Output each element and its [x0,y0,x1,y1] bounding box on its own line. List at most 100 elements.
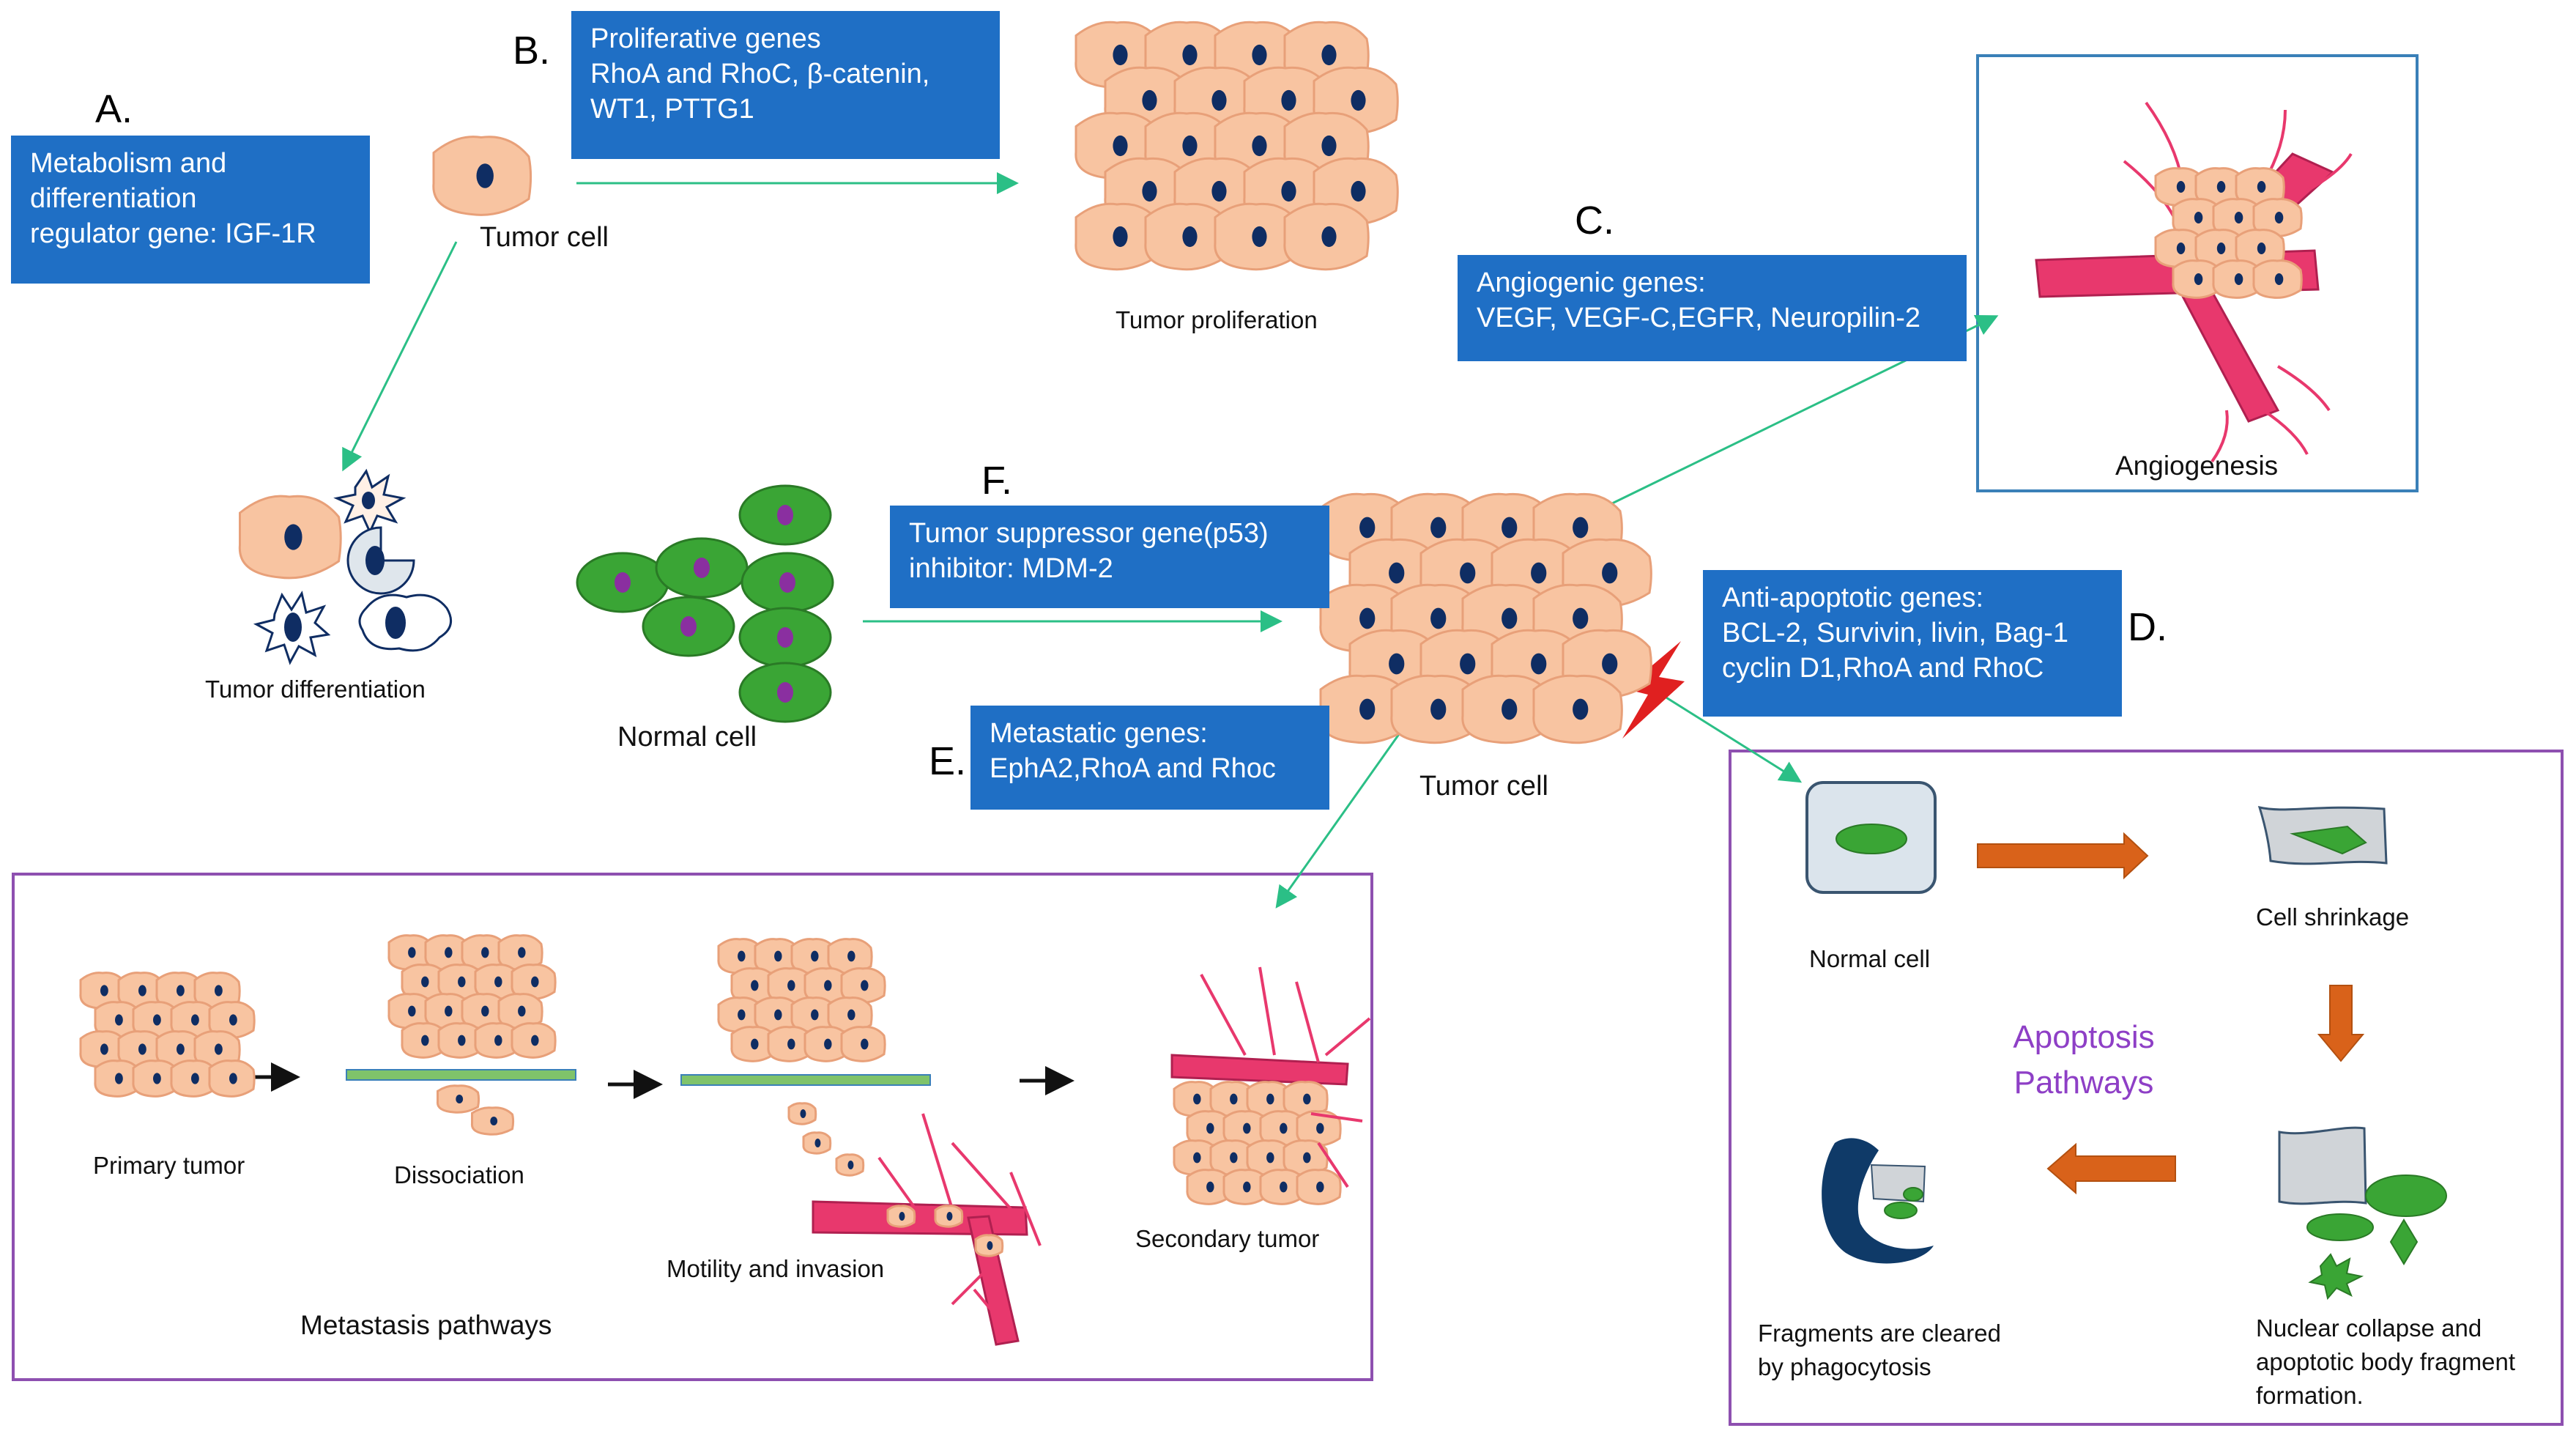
invasion-vessel [812,1200,1028,1236]
migrating-cell-nucleus [814,1139,821,1147]
normal-cell-label: Normal cell [617,722,757,752]
dissociation-label: Dissociation [394,1161,524,1188]
nuclear-collapse-label: Nuclear collapse and apoptotic body frag… [2256,1312,2515,1413]
invasion-cell-nucleus [861,1038,869,1050]
cell-drawings [79,21,2353,1346]
migrating-cell-nucleus [899,1212,905,1221]
angiogenic-gene-box: Angiogenic genes: VEGF, VEGF-C,EGFR, Neu… [1458,255,1967,361]
proliferation-cell-nucleus [1321,135,1337,157]
angiogenic-line-1: Angiogenic genes: [1477,267,1706,298]
dissociation-cell-nucleus [518,947,526,958]
proliferation-cell-nucleus [1351,180,1366,202]
basement-membrane-1 [346,1069,576,1081]
proliferation-cell-nucleus [1252,226,1267,248]
tumor-mass-cell-nucleus [1531,562,1547,584]
antiapoptotic-line-2: BCL-2, Survivin, livin, Bag-1 [1722,618,2069,648]
proliferative-line-3: WT1, PTTG1 [590,94,754,125]
primary-tumor-cell-nucleus [215,985,223,996]
secondary-capillary [1324,1017,1371,1057]
metastatic-line-1: Metastatic genes: [990,718,1208,749]
invasion-cell-nucleus [847,950,855,962]
dissociation-cell-nucleus [445,947,453,958]
invasion-cell-nucleus [774,950,782,962]
primary-tumor-cell-nucleus [229,1073,237,1084]
proliferation-cell-nucleus [1321,226,1337,248]
secondary-tumor-cell-nucleus [1206,1181,1214,1193]
normal-cell-nucleus [680,616,697,637]
shrinking-nucleus [2290,825,2367,855]
metabolism-line-2: differentiation [30,183,197,214]
invasion-cell-nucleus [811,950,819,962]
migrating-cell-nucleus [946,1212,953,1221]
secondary-tumor-cell-nucleus [1206,1122,1214,1134]
angiogenesis-cell-nucleus [2176,243,2186,254]
tumor-differentiation-label: Tumor differentiation [205,676,426,703]
primary-tumor-cell-nucleus [153,1073,161,1084]
differentiation-burst-nucleus [284,613,302,642]
proliferation-cell-nucleus [1211,180,1227,202]
tumor-cell-top-label: Tumor cell [480,222,609,253]
invasion-cell-nucleus [847,1009,855,1021]
secondary-tumor-cell-nucleus [1316,1181,1324,1193]
invasion-cell-nucleus [787,980,795,991]
secondary-tumor-cell-nucleus [1193,1093,1201,1105]
fragments-cleared-line-2: by phagocytosis [1758,1353,1931,1380]
proliferation-cell-nucleus [1113,44,1128,66]
basement-membrane-2 [680,1074,931,1086]
tumor-mass-cell-nucleus [1502,607,1518,629]
dissociation-cell-nucleus [408,947,416,958]
tumor-mass-cell-nucleus [1430,698,1447,720]
proliferative-line-1: Proliferative genes [590,23,821,54]
engulfed-body-1 [1884,1202,1918,1219]
invasion-cell-nucleus [861,980,869,991]
dissociation-cell-nucleus [481,947,489,958]
dissociation-cell-nucleus [408,1005,416,1017]
proliferative-gene-box: Proliferative genes RhoA and RhoC, β-cat… [571,11,1000,159]
capillary-sprout [2306,152,2353,192]
tumor-mass-cell-nucleus [1573,607,1589,629]
dissociation-cell-nucleus [421,976,429,988]
proliferative-line-2: RhoA and RhoC, β-catenin, [590,59,930,89]
letter-f: F. [981,459,1013,503]
invasion-cell-nucleus [751,1038,759,1050]
antiapoptotic-gene-box: Anti-apoptotic genes: BCL-2, Survivin, l… [1703,570,2122,717]
invasion-cell-nucleus [824,980,832,991]
secondary-vessel [1170,1054,1349,1086]
proliferation-cell-nucleus [1182,44,1198,66]
tumor-mass-cell-nucleus [1359,517,1376,539]
angiogenesis-cell-nucleus [2176,181,2186,193]
secondary-capillary [1200,974,1247,1056]
proliferation-cell-nucleus [1351,89,1366,111]
nuclear-collapse-line-1: Nuclear collapse and [2256,1314,2482,1342]
proliferation-cell-nucleus [1182,226,1198,248]
primary-tumor-cell-nucleus [100,985,108,996]
apoptosis-arrow-right [1977,832,2149,880]
angiogenesis-cell-nucleus [2216,181,2226,193]
tumor-mass-cell-nucleus [1359,698,1376,720]
apoptosis-normal-nucleus [1836,824,1907,854]
angiogenesis-cell-nucleus [2257,243,2266,254]
tumor-proliferation-label: Tumor proliferation [1116,306,1318,333]
antiapoptotic-line-1: Anti-apoptotic genes: [1722,582,1984,613]
suppressor-line-2: inhibitor: MDM-2 [909,553,1113,584]
proliferation-cell-nucleus [1252,135,1267,157]
proliferation-cell-nucleus [1321,44,1337,66]
migrating-cell-nucleus [987,1241,993,1250]
dissociation-cell-nucleus [494,1035,502,1046]
apoptotic-body-3 [2306,1213,2374,1241]
invasion-cell-nucleus [824,1038,832,1050]
differentiation-cloud-nucleus [385,607,406,639]
invasion-capillary [951,1266,990,1306]
secondary-capillary [1258,966,1276,1056]
differentiation-star-nucleus [362,492,375,509]
normal-cell-nucleus [777,505,793,525]
metastasis-frame [12,873,1373,1381]
primary-tumor-cell-nucleus [153,1014,161,1026]
proliferation-cell-nucleus [1113,226,1128,248]
primary-tumor-label: Primary tumor [93,1152,245,1179]
tumor-mass-cell-nucleus [1573,517,1589,539]
metabolism-line-3: regulator gene: IGF-1R [30,218,316,249]
secondary-tumor-cell-nucleus [1316,1122,1324,1134]
single-tumor-cell-nucleus [476,163,494,188]
proliferation-cell-nucleus [1281,89,1296,111]
